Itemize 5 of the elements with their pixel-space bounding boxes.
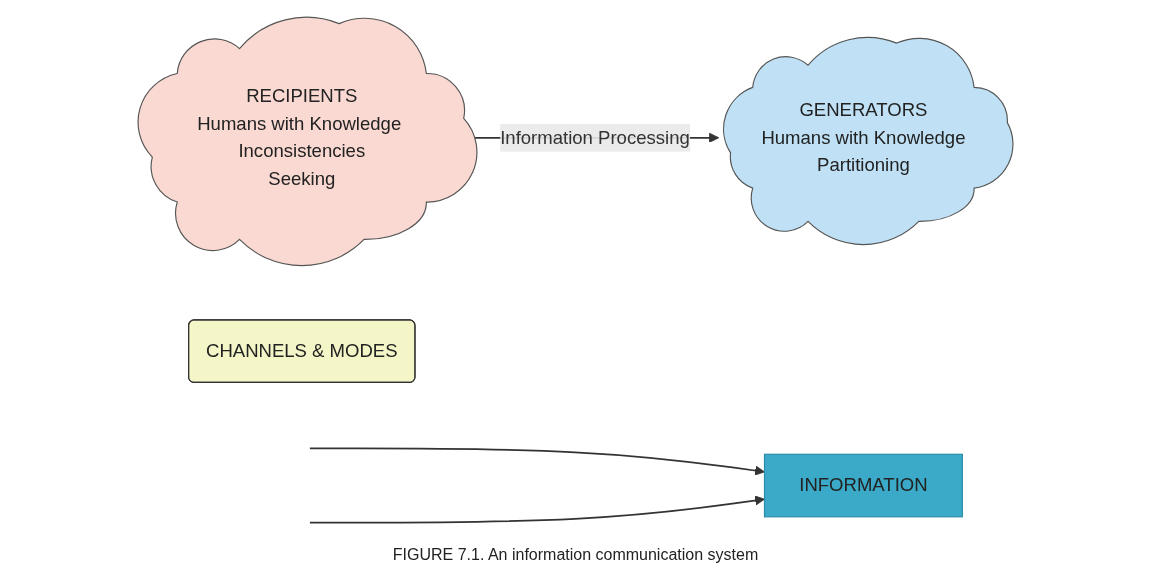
- arrow: [309, 495, 765, 524]
- caption: FIGURE 7.1. An information communication system: [392, 546, 759, 564]
- edge-label: Information Processing: [500, 127, 690, 148]
- arrow: [309, 447, 765, 476]
- node-box: INFORMATION: [763, 453, 963, 518]
